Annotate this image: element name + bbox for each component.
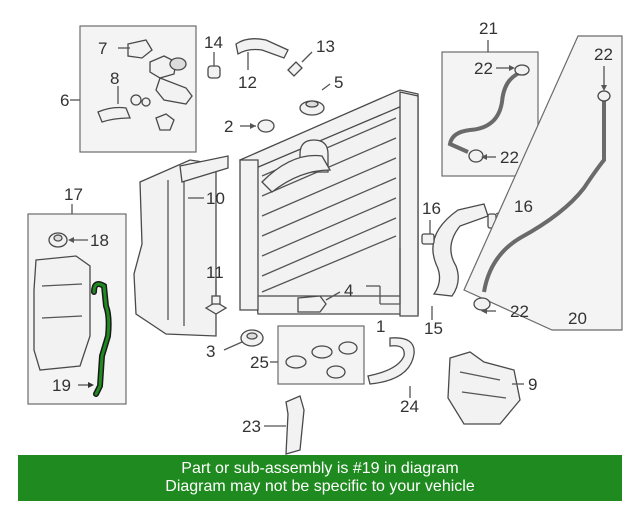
- callout-19: 19: [52, 376, 71, 395]
- callout-22d: 22: [510, 302, 529, 321]
- callout-8: 8: [110, 69, 119, 88]
- callout-12: 12: [238, 73, 257, 92]
- hose-part-8: [97, 94, 151, 123]
- grommet-part-3: [240, 329, 264, 347]
- callout-22a: 22: [474, 59, 493, 78]
- banner-line-2: Diagram may not be specific to your vehi…: [165, 478, 475, 495]
- hose-part-12: [235, 38, 289, 59]
- callout-24: 24: [400, 397, 419, 416]
- radiator-part-1: [239, 89, 419, 317]
- hose-part-20: [473, 90, 611, 311]
- callout-10: 10: [206, 189, 225, 208]
- callout-18: 18: [90, 231, 109, 250]
- hose-part-23: [285, 395, 305, 455]
- callout-3: 3: [206, 342, 215, 361]
- callout-1: 1: [376, 317, 385, 336]
- hose-part-15: [432, 203, 489, 297]
- callout-16a: 16: [422, 199, 441, 218]
- clamp-part-13: [287, 61, 303, 77]
- cap-part-18: [48, 232, 68, 248]
- hose-part-19-highlight: [91, 281, 112, 397]
- group-box-20: [463, 35, 623, 331]
- clamp-part-16a: [421, 233, 435, 245]
- callout-22b: 22: [500, 148, 519, 167]
- callout-21: 21: [479, 19, 498, 38]
- coolant-tank-part: [33, 255, 91, 371]
- callout-7: 7: [98, 39, 107, 58]
- callout-20: 20: [568, 309, 587, 328]
- callout-17: 17: [64, 185, 83, 204]
- callout-23: 23: [242, 417, 261, 436]
- cap-part-5: [299, 100, 325, 116]
- hose-part-24: [367, 337, 415, 385]
- drain-plug-part-4: [297, 295, 327, 313]
- callout-9: 9: [528, 375, 537, 394]
- callout-5: 5: [334, 73, 343, 92]
- callout-6: 6: [60, 91, 69, 110]
- callout-11: 11: [206, 263, 224, 282]
- hose-part-21: [447, 64, 530, 163]
- callout-4: 4: [344, 281, 353, 300]
- banner-line-1: Part or sub-assembly is #19 in diagram: [181, 460, 459, 477]
- info-banner: Part or sub-assembly is #19 in diagram D…: [18, 455, 622, 501]
- callout-16b: 16: [514, 197, 533, 216]
- shroud-part-10: [133, 155, 229, 337]
- callout-22c: 22: [594, 45, 613, 64]
- callout-13: 13: [316, 37, 335, 56]
- parts-diagram: 1 2 3 4 5 6 7 8 9 10 11 12 13 14 15 16 1…: [27, 19, 623, 455]
- clamps-part-25: [285, 341, 358, 379]
- callout-14: 14: [204, 33, 223, 52]
- thermostat-housing-part: [127, 39, 193, 131]
- reservoir-part-9: [447, 351, 521, 425]
- plug-part-2: [257, 119, 275, 133]
- clamp-part-14: [207, 65, 221, 79]
- callout-2: 2: [224, 117, 233, 136]
- callout-25: 25: [250, 353, 269, 372]
- callout-15: 15: [424, 319, 443, 338]
